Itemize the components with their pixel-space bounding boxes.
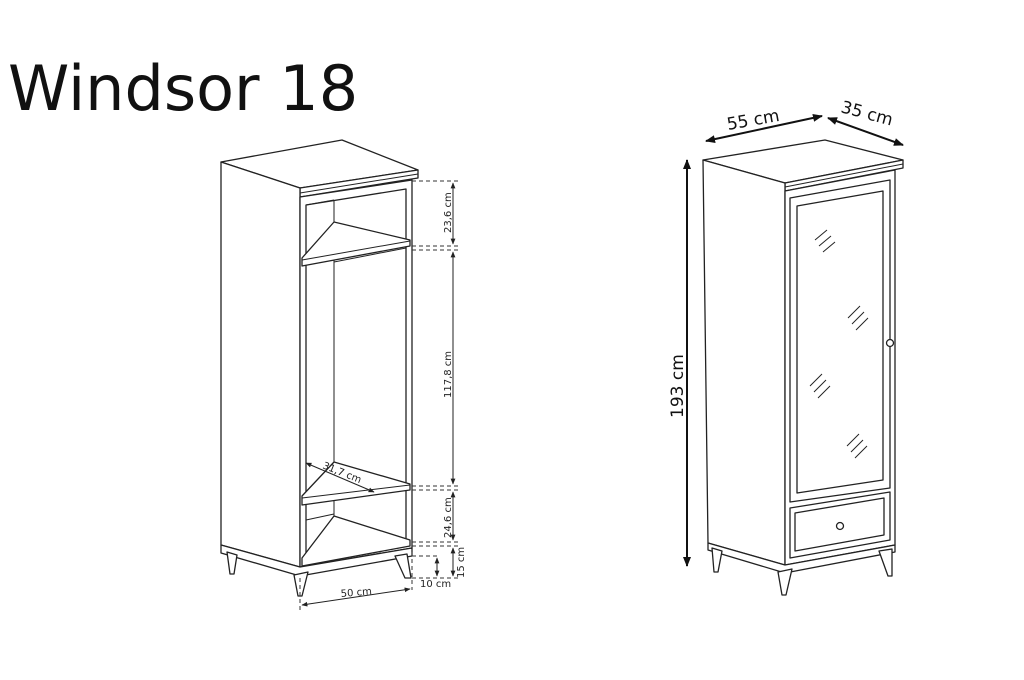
door-knob (885, 338, 895, 348)
leg (878, 548, 893, 577)
side-panel (702, 159, 786, 566)
leg (226, 551, 238, 575)
base-panel (301, 515, 411, 567)
leg (394, 553, 412, 579)
dim-top-compartment: 23,6 cm (443, 192, 454, 233)
dim-middle-compartment: 117,8 cm (443, 351, 454, 398)
mirror-glare (809, 229, 869, 459)
dim-bottom-compartment: 24,6 cm (443, 497, 454, 538)
leg (711, 547, 723, 573)
side-panel (220, 161, 301, 568)
leg (293, 571, 309, 597)
plinth (707, 542, 896, 574)
dim-height: 193 cm (668, 354, 688, 418)
closed-wardrobe-drawing: 193 cm 55 cm 35 cm (668, 98, 904, 596)
mirror (796, 190, 884, 494)
dim-leg-clearance: 10 cm (420, 579, 451, 590)
dim-width: 55 cm (725, 106, 781, 135)
open-wardrobe-drawing: 31,7 cm 23,6 cm 117,8 cm 24,6 cm 15 cm 1… (220, 139, 467, 610)
drawer-knob (835, 521, 845, 531)
product-title: Windsor 18 (8, 52, 359, 125)
dim-leg-height: 15 cm (456, 547, 467, 578)
dim-width-inner: 50 cm (340, 586, 372, 600)
leg (777, 568, 793, 596)
